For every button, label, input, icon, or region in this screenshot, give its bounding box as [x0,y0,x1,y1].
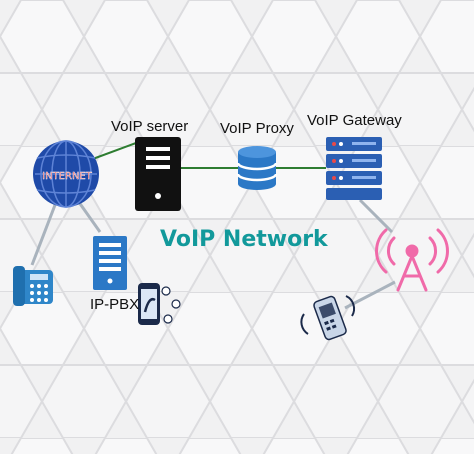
database-icon [236,146,278,190]
voip-server-label: VoIP server [111,118,189,135]
ip-pbx-label: IP-PBX [90,296,140,313]
link-gateway-tower [358,198,394,234]
diagram-title: VoIP Network [160,227,328,252]
server-tower-icon [135,137,181,211]
rack-server-icon [326,137,382,200]
mobile-phone-icon [300,295,356,341]
pbx-server-icon [93,236,127,290]
cell-tower-icon [375,228,449,292]
link-internet-phone [30,204,57,266]
link-internet-server [89,142,137,161]
globe-icon [33,140,99,208]
voip-proxy-label: VoIP Proxy [220,120,294,137]
desk-phone-icon [13,266,53,306]
internet-label: INTERNET [42,171,93,182]
voip-gateway-label: VoIP Gateway [307,112,402,129]
smartphone-icon [138,283,181,325]
